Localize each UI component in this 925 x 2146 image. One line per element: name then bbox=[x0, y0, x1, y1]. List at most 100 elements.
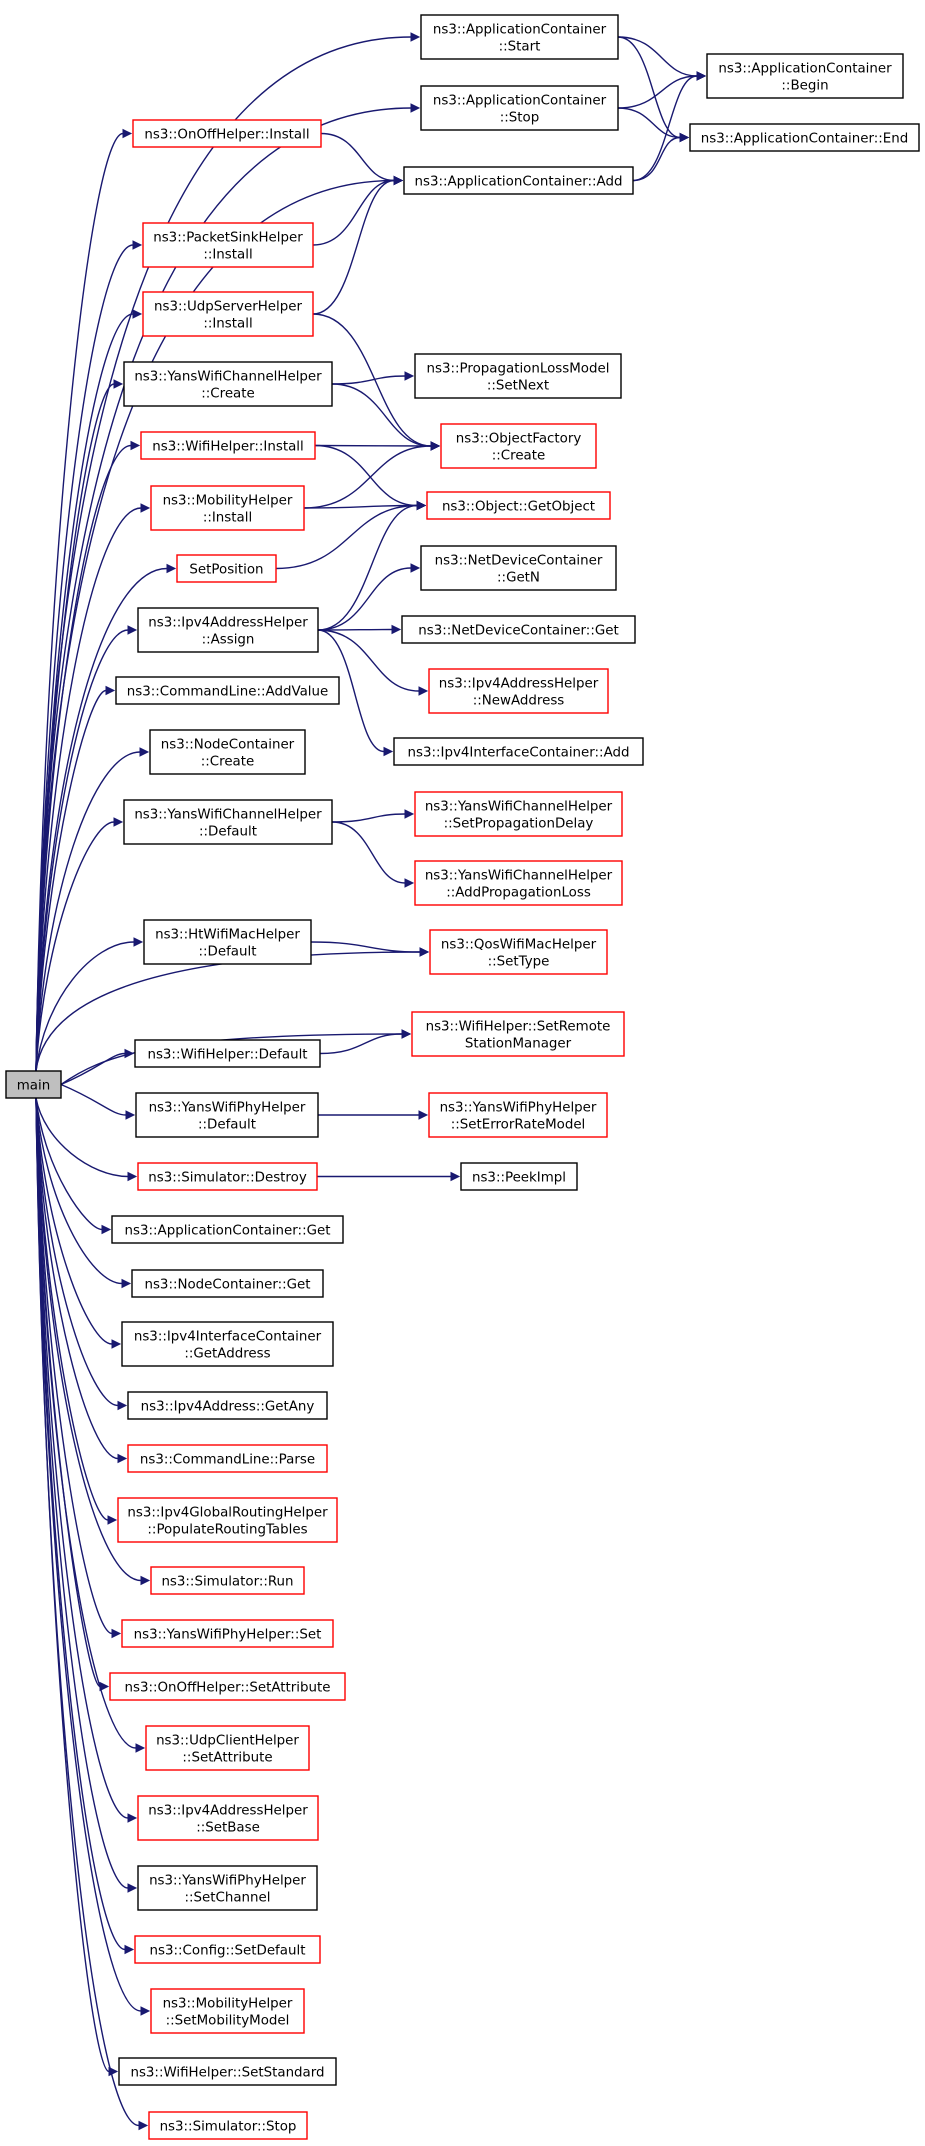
node-nodecont_get[interactable]: ns3::NodeContainer::Get bbox=[131, 1269, 324, 1298]
node-ipv4_assign[interactable]: ns3::Ipv4AddressHelper::Assign bbox=[137, 607, 319, 653]
node-yans_channel_create[interactable]: ns3::YansWifiChannelHelper::Create bbox=[123, 361, 333, 407]
node-nodecont_create[interactable]: ns3::NodeContainer::Create bbox=[149, 729, 306, 775]
node-box-udpclient_setattr[interactable] bbox=[145, 1725, 310, 1771]
node-box-yans_setpropdelay[interactable] bbox=[414, 791, 623, 837]
node-ipv4_setbase[interactable]: ns3::Ipv4AddressHelper::SetBase bbox=[137, 1795, 319, 1841]
node-udpclient_setattr[interactable]: ns3::UdpClientHelper::SetAttribute bbox=[145, 1725, 310, 1771]
node-box-qoswifimac_settype[interactable] bbox=[429, 929, 608, 975]
node-wifi_setstandard[interactable]: ns3::WifiHelper::SetStandard bbox=[118, 2057, 337, 2086]
node-box-app_end[interactable] bbox=[689, 123, 920, 152]
node-box-app_add[interactable] bbox=[403, 166, 634, 195]
node-box-setposition[interactable] bbox=[176, 554, 277, 583]
node-mobility_setmodel[interactable]: ns3::MobilityHelper::SetMobilityModel bbox=[150, 1988, 305, 2034]
node-netdev_getn[interactable]: ns3::NetDeviceContainer::GetN bbox=[420, 545, 617, 591]
node-yans_channel_default[interactable]: ns3::YansWifiChannelHelper::Default bbox=[123, 799, 333, 845]
node-app_add[interactable]: ns3::ApplicationContainer::Add bbox=[403, 166, 634, 195]
node-app_stop[interactable]: ns3::ApplicationContainer::Stop bbox=[420, 85, 619, 131]
node-box-yansphy_setchannel[interactable] bbox=[137, 1865, 318, 1911]
node-box-sim_run[interactable] bbox=[150, 1566, 305, 1595]
node-udpserver_install[interactable]: ns3::UdpServerHelper::Install bbox=[142, 291, 314, 337]
node-box-ipv4if_getaddress[interactable] bbox=[121, 1321, 334, 1367]
node-box-wifi_setremote[interactable] bbox=[411, 1011, 625, 1057]
node-yansphy_default[interactable]: ns3::YansWifiPhyHelper::Default bbox=[135, 1092, 319, 1138]
node-sim_stop[interactable]: ns3::Simulator::Stop bbox=[148, 2111, 308, 2140]
node-box-ipv4_assign[interactable] bbox=[137, 607, 319, 653]
node-ipv4_newaddress[interactable]: ns3::Ipv4AddressHelper::NewAddress bbox=[428, 668, 609, 714]
node-box-onoff_setattr[interactable] bbox=[109, 1672, 346, 1701]
node-box-udpserver_install[interactable] bbox=[142, 291, 314, 337]
node-box-netdev_get[interactable] bbox=[401, 615, 636, 644]
node-ipv4addr_getany[interactable]: ns3::Ipv4Address::GetAny bbox=[127, 1391, 328, 1420]
node-yansphy_setchannel[interactable]: ns3::YansWifiPhyHelper::SetChannel bbox=[137, 1865, 318, 1911]
node-box-yans_channel_default[interactable] bbox=[123, 799, 333, 845]
node-box-sink_install[interactable] bbox=[142, 222, 314, 268]
node-sim_run[interactable]: ns3::Simulator::Run bbox=[150, 1566, 305, 1595]
node-box-yans_addproploss[interactable] bbox=[414, 860, 623, 906]
node-box-mobility_install[interactable] bbox=[150, 485, 305, 531]
node-box-peekimpl[interactable] bbox=[460, 1162, 578, 1191]
node-box-ipv4_newaddress[interactable] bbox=[428, 668, 609, 714]
node-qoswifimac_settype[interactable]: ns3::QosWifiMacHelper::SetType bbox=[429, 929, 608, 975]
node-box-yans_channel_create[interactable] bbox=[123, 361, 333, 407]
node-wifi_install[interactable]: ns3::WifiHelper::Install bbox=[140, 431, 316, 460]
node-box-app_get[interactable] bbox=[111, 1215, 344, 1244]
node-box-app_stop[interactable] bbox=[420, 85, 619, 131]
node-ipv4global_populate[interactable]: ns3::Ipv4GlobalRoutingHelper::PopulateRo… bbox=[117, 1497, 338, 1543]
node-box-sim_destroy[interactable] bbox=[137, 1162, 318, 1191]
node-box-yansphy_default[interactable] bbox=[135, 1092, 319, 1138]
node-box-nodecont_create[interactable] bbox=[149, 729, 306, 775]
node-box-main[interactable] bbox=[5, 1070, 62, 1099]
node-box-netdev_getn[interactable] bbox=[420, 545, 617, 591]
node-box-ipv4global_populate[interactable] bbox=[117, 1497, 338, 1543]
node-sink_install[interactable]: ns3::PacketSinkHelper::Install bbox=[142, 222, 314, 268]
node-box-ipv4addr_getany[interactable] bbox=[127, 1391, 328, 1420]
node-config_setdefault[interactable]: ns3::Config::SetDefault bbox=[134, 1935, 321, 1964]
node-ipv4if_getaddress[interactable]: ns3::Ipv4InterfaceContainer::GetAddress bbox=[121, 1321, 334, 1367]
node-peekimpl[interactable]: ns3::PeekImpl bbox=[460, 1162, 578, 1191]
node-sim_destroy[interactable]: ns3::Simulator::Destroy bbox=[137, 1162, 318, 1191]
node-box-yansphy_seterror[interactable] bbox=[428, 1092, 608, 1138]
node-app_end[interactable]: ns3::ApplicationContainer::End bbox=[689, 123, 920, 152]
node-box-cmd_addvalue[interactable] bbox=[115, 676, 340, 705]
node-netdev_get[interactable]: ns3::NetDeviceContainer::Get bbox=[401, 615, 636, 644]
node-box-nodecont_get[interactable] bbox=[131, 1269, 324, 1298]
node-onoff_install[interactable]: ns3::OnOffHelper::Install bbox=[132, 119, 322, 148]
node-box-mobility_setmodel[interactable] bbox=[150, 1988, 305, 2034]
node-box-wifi_install[interactable] bbox=[140, 431, 316, 460]
node-main[interactable]: main bbox=[5, 1070, 62, 1099]
node-box-htwifimac_default[interactable] bbox=[143, 919, 312, 965]
node-yans_setpropdelay[interactable]: ns3::YansWifiChannelHelper::SetPropagati… bbox=[414, 791, 623, 837]
node-setposition[interactable]: SetPosition bbox=[176, 554, 277, 583]
node-app_begin[interactable]: ns3::ApplicationContainer::Begin bbox=[706, 53, 904, 99]
node-ipv4if_add[interactable]: ns3::Ipv4InterfaceContainer::Add bbox=[393, 737, 644, 766]
node-object_getobject[interactable]: ns3::Object::GetObject bbox=[426, 491, 611, 520]
node-app_start[interactable]: ns3::ApplicationContainer::Start bbox=[420, 14, 619, 60]
node-box-app_begin[interactable] bbox=[706, 53, 904, 99]
node-box-ipv4if_add[interactable] bbox=[393, 737, 644, 766]
node-box-config_setdefault[interactable] bbox=[134, 1935, 321, 1964]
node-cmd_parse[interactable]: ns3::CommandLine::Parse bbox=[127, 1444, 328, 1473]
node-htwifimac_default[interactable]: ns3::HtWifiMacHelper::Default bbox=[143, 919, 312, 965]
node-box-object_getobject[interactable] bbox=[426, 491, 611, 520]
node-app_get[interactable]: ns3::ApplicationContainer::Get bbox=[111, 1215, 344, 1244]
node-prop_loss_setnext[interactable]: ns3::PropagationLossModel::SetNext bbox=[414, 353, 622, 399]
node-box-obj_factory_create[interactable] bbox=[440, 423, 597, 469]
node-box-wifi_default[interactable] bbox=[134, 1039, 321, 1068]
node-obj_factory_create[interactable]: ns3::ObjectFactory::Create bbox=[440, 423, 597, 469]
node-box-wifi_setstandard[interactable] bbox=[118, 2057, 337, 2086]
node-box-yansphy_set[interactable] bbox=[121, 1619, 334, 1648]
node-mobility_install[interactable]: ns3::MobilityHelper::Install bbox=[150, 485, 305, 531]
node-yansphy_seterror[interactable]: ns3::YansWifiPhyHelper::SetErrorRateMode… bbox=[428, 1092, 608, 1138]
node-yansphy_set[interactable]: ns3::YansWifiPhyHelper::Set bbox=[121, 1619, 334, 1648]
node-wifi_default[interactable]: ns3::WifiHelper::Default bbox=[134, 1039, 321, 1068]
node-box-sim_stop[interactable] bbox=[148, 2111, 308, 2140]
node-box-cmd_parse[interactable] bbox=[127, 1444, 328, 1473]
node-box-ipv4_setbase[interactable] bbox=[137, 1795, 319, 1841]
node-box-app_start[interactable] bbox=[420, 14, 619, 60]
node-yans_addproploss[interactable]: ns3::YansWifiChannelHelper::AddPropagati… bbox=[414, 860, 623, 906]
node-cmd_addvalue[interactable]: ns3::CommandLine::AddValue bbox=[115, 676, 340, 705]
node-box-prop_loss_setnext[interactable] bbox=[414, 353, 622, 399]
node-box-onoff_install[interactable] bbox=[132, 119, 322, 148]
node-onoff_setattr[interactable]: ns3::OnOffHelper::SetAttribute bbox=[109, 1672, 346, 1701]
